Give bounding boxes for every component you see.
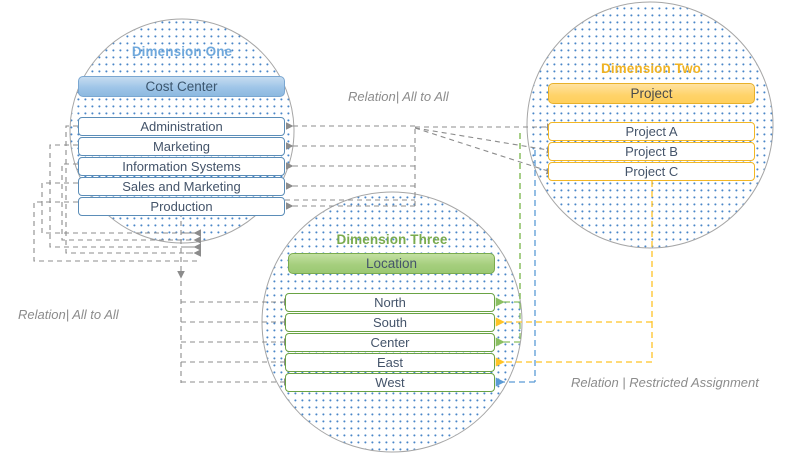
dimension-three-header[interactable]: Location xyxy=(288,253,495,274)
relation-label-one-three: Relation| All to All xyxy=(18,307,119,322)
relation-label-two-three: Relation | Restricted Assignment xyxy=(571,375,759,390)
dimension-three-item-west[interactable]: West xyxy=(285,373,495,392)
relation-label-one-two: Relation| All to All xyxy=(348,89,449,104)
dimension-one-item-information-systems[interactable]: Information Systems xyxy=(78,157,285,176)
dimension-one-item-administration[interactable]: Administration xyxy=(78,117,285,136)
dimension-three-item-north[interactable]: North xyxy=(285,293,495,312)
dimension-two-item-project-b[interactable]: Project B xyxy=(548,142,755,161)
dimension-two-item-project-a[interactable]: Project A xyxy=(548,122,755,141)
dimension-three-item-east[interactable]: East xyxy=(285,353,495,372)
dimension-three-item-center[interactable]: Center xyxy=(285,333,495,352)
dimension-three-item-south[interactable]: South xyxy=(285,313,495,332)
dimension-one-item-production[interactable]: Production xyxy=(78,197,285,216)
dimension-one-item-marketing[interactable]: Marketing xyxy=(78,137,285,156)
dimension-two-header[interactable]: Project xyxy=(548,83,755,104)
dimension-two-item-project-c[interactable]: Project C xyxy=(548,162,755,181)
dimension-one-header[interactable]: Cost Center xyxy=(78,76,285,97)
dimension-one-item-sales-and-marketing[interactable]: Sales and Marketing xyxy=(78,177,285,196)
